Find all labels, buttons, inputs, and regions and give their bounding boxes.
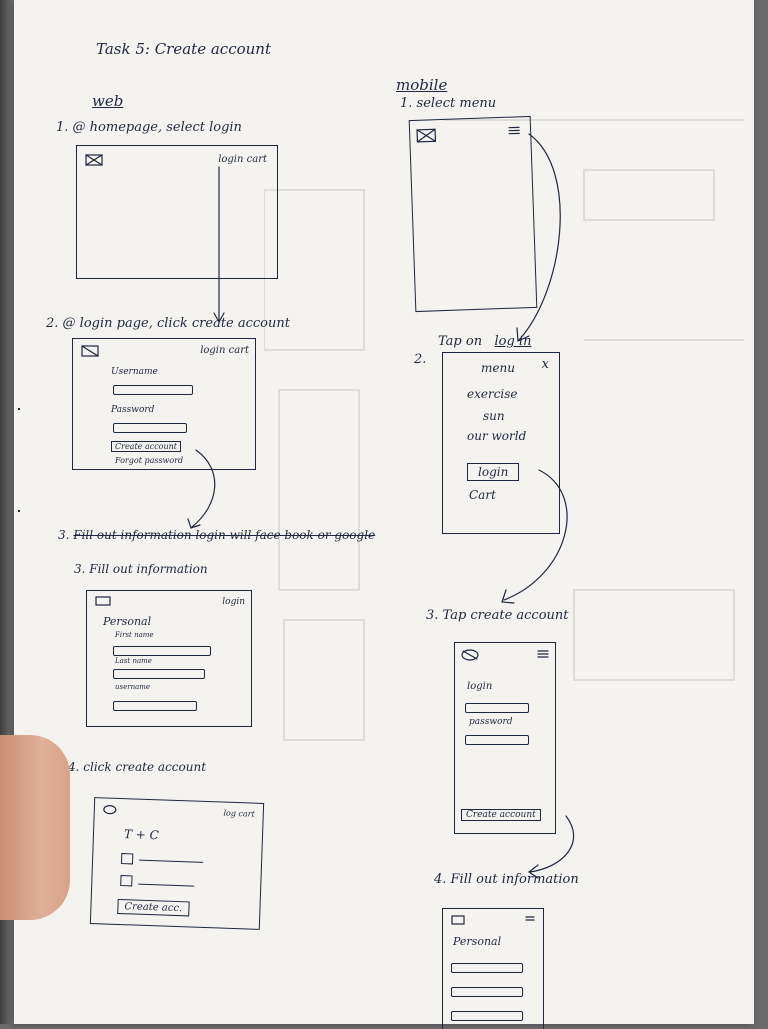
mobile-step-4-label: 4. Fill out information (434, 872, 579, 887)
menu-icon[interactable] (537, 649, 549, 659)
terms-checkbox[interactable] (121, 853, 133, 864)
login-label: login (467, 681, 492, 692)
menu-item-sun[interactable]: sun (483, 409, 505, 423)
margin-tick (18, 510, 20, 512)
menu-title: menu (481, 361, 515, 375)
terms-line (139, 860, 203, 863)
mobile-login-wireframe: login password Create account (454, 642, 556, 834)
mobile-header: mobile (396, 76, 447, 94)
forgot-password-link: Forgot password (115, 456, 183, 465)
personal-section-label: Personal (103, 615, 151, 628)
tap-on-label: Tap on log in (438, 334, 531, 349)
logo-placeholder-icon (461, 649, 479, 661)
nav-login: login (222, 597, 245, 607)
notebook-page: Task 5: Create account web mobile 1. @ h… (14, 0, 754, 1024)
menu-item-exercise[interactable]: exercise (467, 387, 518, 401)
logo-placeholder-icon (451, 915, 465, 925)
username-label: Username (111, 367, 158, 377)
mobile-step-3-label: 3. Tap create account (426, 608, 569, 623)
mobile-step-1-label: 1. select menu (400, 96, 496, 111)
password-label: password (469, 717, 513, 727)
login-field[interactable] (465, 703, 529, 713)
personal-section-label: Personal (453, 935, 501, 948)
info-field-1[interactable] (451, 963, 523, 973)
last-name-label: Last name (115, 657, 152, 665)
nav-login-cart: login cart (218, 154, 267, 165)
mobile-info-wireframe: Personal (442, 908, 544, 1029)
password-field (113, 423, 187, 433)
menu-item-cart[interactable]: Cart (469, 488, 496, 502)
web-homepage-wireframe: login cart (76, 145, 278, 279)
web-step-4-label: 4. click create account (68, 760, 206, 774)
web-step-3-label-struck: 3. Fill out information login will face … (58, 528, 375, 542)
last-name-field (113, 669, 205, 679)
nav-log-cart: log cart (223, 809, 255, 819)
margin-tick (18, 408, 20, 410)
logo-placeholder-icon (95, 596, 111, 606)
web-step-2-label: 2. @ login page, click create account (46, 316, 290, 331)
task-title: Task 5: Create account (96, 40, 271, 58)
password-field[interactable] (465, 735, 529, 745)
close-icon[interactable]: x (542, 357, 549, 372)
create-account-button[interactable]: Create account (111, 441, 181, 452)
first-name-field (113, 646, 211, 656)
web-step-3-label: 3. Fill out information (74, 562, 208, 576)
logo-placeholder-icon (416, 128, 436, 143)
arrow-mobile2-to-mobile3 (494, 465, 574, 615)
thumb-holding-notebook (0, 735, 70, 920)
menu-icon[interactable] (525, 915, 535, 925)
terms-label: T + C (124, 827, 159, 842)
create-account-button[interactable]: Create acc. (117, 899, 189, 916)
password-label: Password (111, 405, 154, 415)
nav-login-cart: login cart (200, 345, 249, 356)
web-header: web (92, 92, 123, 110)
info-field-2[interactable] (451, 987, 523, 997)
web-step-1-label: 1. @ homepage, select login (56, 120, 242, 135)
privacy-checkbox[interactable] (120, 875, 132, 886)
first-name-label: First name (115, 631, 154, 639)
logo-placeholder-icon (103, 804, 117, 814)
username-field (113, 701, 197, 711)
username-field (113, 385, 193, 395)
web-terms-wireframe: log cart T + C Create acc. (90, 797, 264, 930)
arrow-step2-to-step3 (174, 445, 234, 535)
logo-placeholder-icon (85, 154, 103, 166)
mobile-step-2-number: 2. (414, 352, 426, 367)
username-label: username (115, 683, 150, 691)
info-field-3[interactable] (451, 1011, 523, 1021)
menu-item-our-world[interactable]: our world (467, 429, 526, 443)
arrow-mobile1-to-mobile2 (509, 130, 569, 350)
arrow-step1-to-step2 (209, 165, 229, 365)
logo-placeholder-icon (81, 345, 99, 357)
privacy-line (138, 884, 194, 887)
web-info-wireframe: login Personal First name Last name user… (86, 590, 252, 727)
